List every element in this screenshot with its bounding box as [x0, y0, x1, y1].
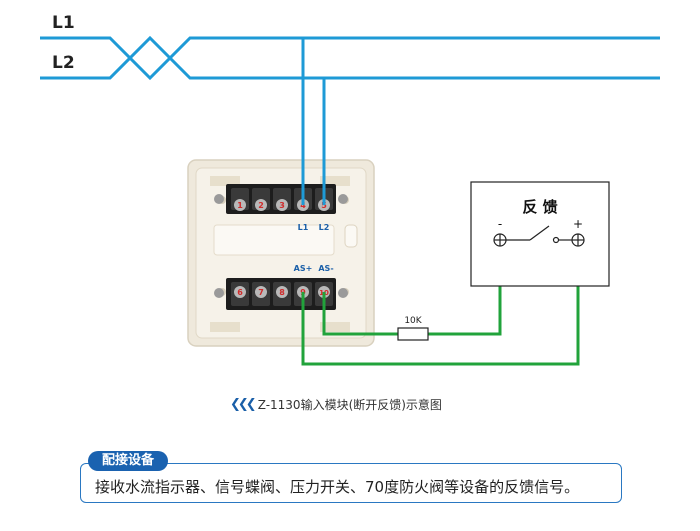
wire-as-minus-a [322, 292, 398, 336]
terminal-3: 3 [273, 188, 291, 211]
feedback-title: 反 馈 [522, 198, 557, 216]
terminal-number: 2 [258, 201, 264, 210]
terminal-number: 6 [237, 288, 243, 297]
wire-as-plus [301, 240, 580, 366]
terminal-number: 5 [321, 201, 327, 210]
terminal-6: 6 [231, 282, 249, 306]
open-switch-icon [506, 225, 572, 244]
top-terminal-block: 1 2 3 4 5 [214, 184, 348, 214]
terminal-number: 1 [237, 201, 243, 210]
caption-text: Z-1130输入模块(断开反馈)示意图 [257, 398, 442, 412]
diagram-caption: ❮❮❮ Z-1130输入模块(断开反馈)示意图 [230, 396, 442, 413]
label-l2: L2 [52, 53, 75, 73]
terminal-number: 3 [279, 201, 285, 210]
resistor-10k: 10K [397, 316, 429, 341]
compatible-devices-panel [80, 463, 622, 503]
terminal-plus-icon [571, 233, 585, 247]
terminal-label-l2: L2 [319, 223, 330, 232]
bus-drops [301, 38, 326, 205]
label-l1: L1 [52, 13, 75, 33]
terminal-number: 4 [300, 201, 306, 210]
feedback-device: 反 馈 - + [470, 181, 610, 287]
terminal-number: 7 [258, 288, 264, 297]
resistor-label: 10K [404, 316, 422, 326]
terminal-label-as-plus: AS+ [294, 264, 313, 273]
terminal-number: 8 [279, 288, 285, 297]
section-text: 接收水流指示器、信号蝶阀、压力开关、70度防火阀等设备的反馈信号。 [95, 478, 580, 496]
terminal-2: 2 [252, 188, 270, 211]
terminal-label-l1: L1 [298, 223, 309, 232]
bottom-terminal-block: 6 7 8 9 10 [214, 278, 348, 310]
bus-lines [40, 35, 660, 81]
chevron-left-icon: ❮❮❮ [230, 397, 257, 412]
terminal-8: 8 [273, 282, 291, 306]
feedback-plus-sign: + [573, 217, 583, 231]
bus-line-l1 [40, 36, 660, 81]
bus-line-l2 [40, 35, 660, 80]
terminal-7: 7 [252, 282, 270, 306]
feedback-minus-sign: - [498, 217, 502, 231]
terminal-minus-icon [493, 233, 507, 247]
terminal-1: 1 [231, 188, 249, 211]
terminal-label-as-minus: AS- [318, 264, 333, 273]
section-tab: 配接设备 [88, 451, 169, 471]
